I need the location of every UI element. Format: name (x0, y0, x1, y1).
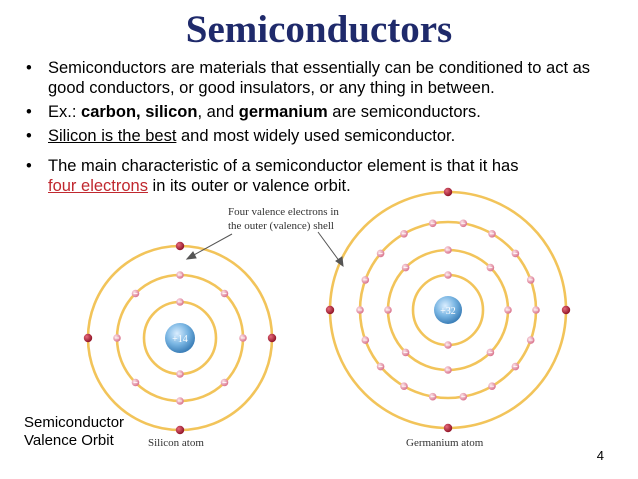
germanium-nucleus (434, 296, 462, 324)
electron (239, 334, 247, 342)
germanium-caption: Germanium atom (406, 437, 484, 449)
bold-text: germanium (238, 103, 328, 121)
electron (488, 382, 496, 391)
electron (376, 362, 385, 371)
electron (401, 348, 410, 357)
electron (444, 246, 452, 254)
silicon-atom: +14 (83, 241, 277, 435)
electron (488, 230, 496, 238)
electron (428, 392, 437, 401)
bullet-text: in its outer or valence orbit. (147, 177, 351, 195)
silicon-nucleus (165, 323, 195, 353)
electron (400, 230, 408, 238)
orbit-ring (411, 273, 485, 347)
electron (356, 306, 364, 314)
footer-label-line-1: Semiconductor (24, 414, 125, 431)
callout-arrow-right (317, 231, 341, 263)
bullet-item: • The main characteristic of a semicondu… (24, 156, 624, 196)
electron (444, 341, 452, 349)
electron (376, 249, 385, 258)
germanium-orbits (328, 190, 568, 430)
valence-electron (267, 333, 277, 343)
valence-electron (561, 305, 571, 315)
electron (511, 249, 520, 258)
underlined-text: Silicon is the best (48, 127, 177, 145)
arrowhead (335, 256, 344, 268)
electron (113, 334, 121, 342)
slide-title: Semiconductors (185, 8, 453, 51)
bold-text: carbon, silicon (81, 103, 198, 121)
bullet-text: The main characteristic of a semiconduct… (48, 157, 519, 175)
electron (361, 336, 370, 344)
electron (131, 378, 140, 387)
valence-electron (175, 425, 185, 435)
callout-line-1: Four valence electrons in (228, 206, 339, 218)
electron (428, 219, 437, 228)
bullet-item: • Silicon is the best and most widely us… (24, 126, 624, 146)
orbit-ring (358, 220, 538, 400)
arrowhead (185, 251, 197, 260)
bullet-text: are semiconductors. (327, 103, 481, 121)
bullet-dot: • (26, 59, 32, 77)
valence-electron (175, 241, 185, 251)
germanium-atom: +32 (325, 187, 571, 433)
electron (401, 263, 410, 272)
orbit-ring (328, 190, 568, 430)
electron (220, 289, 229, 298)
valence-electron (325, 305, 335, 315)
orbit-ring (86, 244, 274, 432)
electron (176, 298, 184, 306)
callout-arrow-left (191, 233, 233, 257)
bullet-text: Ex.: (48, 103, 82, 121)
electron (361, 276, 370, 284)
bullet-item: • Ex.: carbon, silicon, and germanium ar… (24, 102, 624, 122)
electron (176, 370, 184, 378)
silicon-electrons (83, 241, 277, 435)
germanium-electrons (325, 187, 571, 433)
bullet-list: • Semiconductors are materials that esse… (24, 58, 624, 200)
electron (444, 366, 452, 374)
silicon-nucleus-label: +14 (172, 334, 188, 345)
electron (532, 306, 540, 314)
footer-label: Semiconductor Valence Orbit (24, 414, 124, 450)
page-number: 4 (596, 448, 604, 463)
electron (444, 271, 452, 279)
bullet-dot: • (26, 157, 32, 175)
silicon-caption: Silicon atom (148, 437, 204, 449)
bullet-dot: • (26, 127, 32, 145)
electron (526, 276, 535, 284)
electron (526, 336, 535, 344)
bullet-text: , and (197, 103, 239, 121)
electron (511, 362, 520, 371)
orbit-ring (115, 273, 245, 403)
bullet-item: • Semiconductors are materials that esse… (24, 58, 624, 98)
electron (486, 263, 495, 272)
electron (459, 392, 468, 401)
electron (459, 219, 468, 228)
bullet-text: and most widely used semiconductor. (176, 127, 456, 145)
valence-electron (83, 333, 93, 343)
electron (384, 306, 392, 314)
electron (131, 289, 140, 298)
orbit-ring (142, 300, 218, 376)
bullet-text: Semiconductors are materials that essent… (48, 59, 591, 97)
electron (504, 306, 512, 314)
electron (486, 348, 495, 357)
electron (176, 271, 184, 279)
valence-electron (443, 423, 453, 433)
callout-line-2: the outer (valence) shell (228, 220, 334, 232)
bullet-dot: • (26, 103, 32, 121)
electron (400, 382, 408, 391)
germanium-nucleus-label: +32 (440, 306, 456, 317)
electron (176, 397, 184, 405)
callout-arrows (185, 231, 344, 268)
highlighted-text: four electrons (48, 177, 148, 195)
footer-label-line-2: Valence Orbit (24, 432, 114, 449)
silicon-orbits (86, 244, 274, 432)
electron (220, 378, 229, 387)
orbit-ring (386, 248, 510, 372)
